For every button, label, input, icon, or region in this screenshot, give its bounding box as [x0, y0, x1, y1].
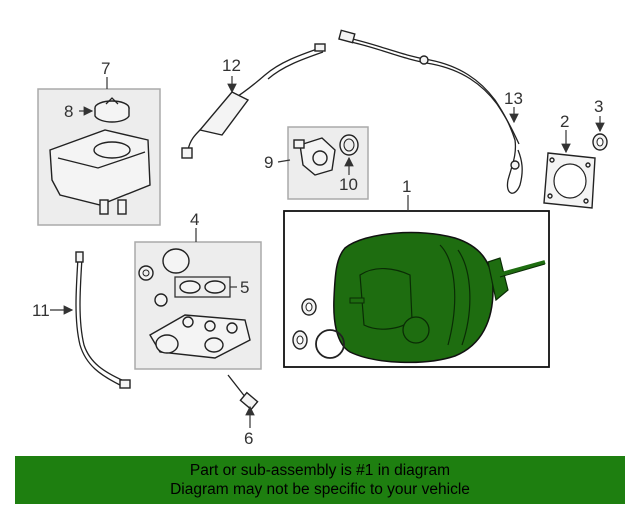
brake-line-11[interactable] — [75, 251, 131, 389]
seal-3[interactable] — [592, 133, 608, 151]
banner-line-2: Diagram may not be specific to your vehi… — [170, 481, 470, 498]
leader-9 — [277, 159, 291, 163]
callout-10: 10 — [339, 175, 358, 194]
grommet[interactable] — [138, 265, 168, 307]
callout-12: 12 — [222, 56, 241, 75]
parts-diagram: 1 2 3 4 5 6 7 8 9 10 11 12 13 — [32, 29, 608, 448]
callout-8: 8 — [64, 102, 73, 121]
booster-seal[interactable] — [292, 298, 317, 350]
callout-3: 3 — [594, 97, 603, 116]
vacuum-hose-12[interactable] — [181, 43, 326, 159]
fitment-banner: Part or sub-assembly is #1 in diagram Di… — [15, 456, 625, 504]
reservoir-seals-5[interactable] — [179, 280, 226, 294]
callout-13: 13 — [504, 89, 523, 108]
callout-2: 2 — [560, 112, 569, 131]
callout-9: 9 — [264, 153, 273, 172]
callout-11: 11 — [32, 301, 50, 320]
callout-5: 5 — [240, 278, 249, 297]
o-ring[interactable] — [162, 248, 190, 274]
callout-1: 1 — [402, 177, 411, 196]
master-cylinder[interactable] — [149, 314, 251, 359]
brake-line-13[interactable] — [338, 29, 523, 194]
reservoir-cap-8[interactable] — [94, 97, 130, 123]
callout-6: 6 — [244, 429, 253, 448]
seal-10[interactable] — [339, 134, 359, 156]
callout-4: 4 — [190, 210, 199, 229]
pressure-sensor-9[interactable] — [293, 137, 336, 176]
callout-7: 7 — [101, 59, 110, 78]
brake-booster[interactable] — [333, 231, 546, 364]
brake-fluid-reservoir[interactable] — [49, 129, 151, 215]
sensor-6[interactable] — [227, 374, 259, 411]
gasket-2[interactable] — [543, 152, 596, 209]
banner-line-1: Part or sub-assembly is #1 in diagram — [189, 462, 451, 479]
booster-o-ring[interactable] — [315, 329, 345, 359]
